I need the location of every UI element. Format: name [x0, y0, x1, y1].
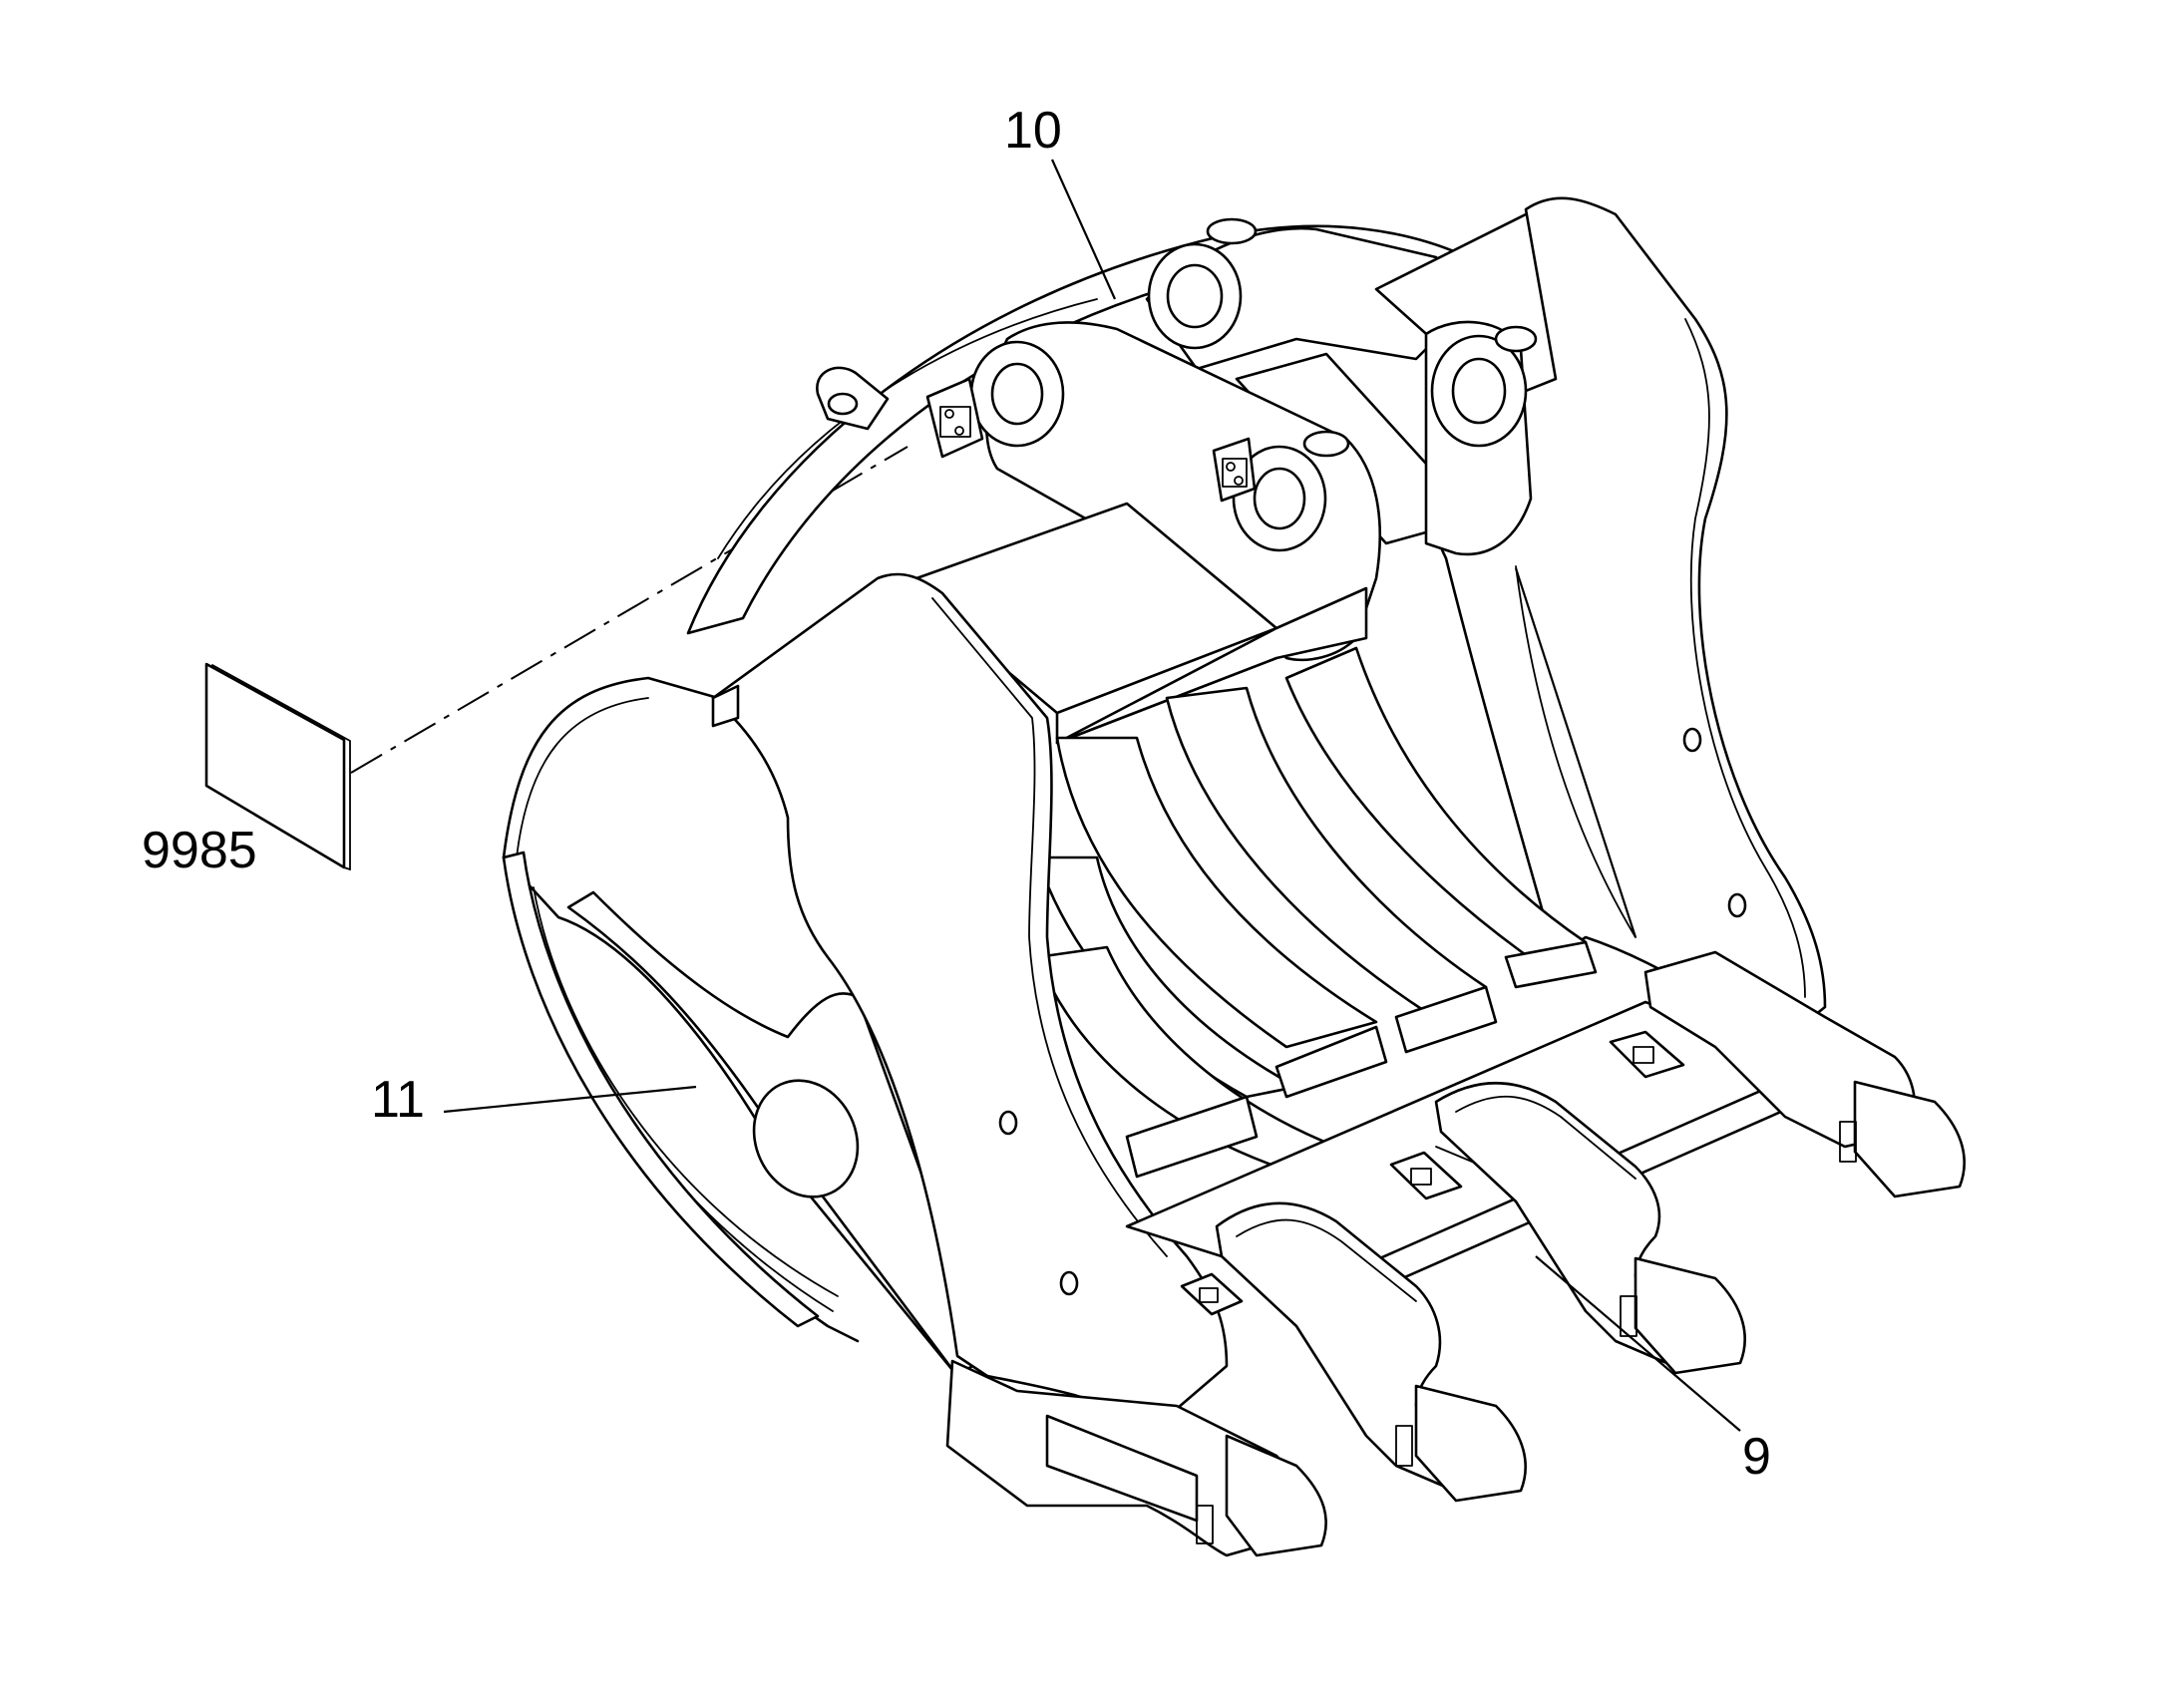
lock-fitting-left: [925, 377, 984, 459]
lip-lock-pin-1: [1180, 1272, 1244, 1316]
label-plate: [204, 662, 351, 870]
right-side-plate: [1429, 196, 1827, 1049]
lock-fitting-right: [1212, 437, 1257, 503]
callout-9: 9: [1742, 1428, 1771, 1486]
left-side-plate: [502, 676, 989, 1378]
callout-labels: 10 11 9 9985: [142, 102, 1771, 1486]
tooth-1: [945, 1359, 1327, 1557]
callout-10: 10: [1004, 102, 1062, 160]
leader-10: [1050, 159, 1117, 300]
lip-lock-pins: [1180, 1030, 1685, 1316]
leader-9: [1535, 1255, 1741, 1432]
lip-lock-pin-3: [1609, 1030, 1685, 1079]
callout-leaders: [443, 159, 1741, 1432]
center-link-plate: [925, 321, 1382, 662]
teeth: [945, 950, 1966, 1557]
lip-lock-pin-2: [1389, 1151, 1463, 1200]
right-boss: [1424, 320, 1538, 556]
leader-10b: [1514, 567, 1637, 938]
tine-ribs: [1035, 646, 1598, 1179]
callout-11: 11: [371, 1071, 425, 1129]
tooth-2: [1215, 1201, 1527, 1503]
rear-ear-left: [816, 366, 890, 431]
tooth-3: [1434, 1081, 1746, 1375]
leader-11: [443, 1085, 697, 1114]
tooth-4: [1643, 950, 1966, 1198]
callout-9985: 9985: [142, 822, 257, 879]
plate-leader-line: [350, 446, 908, 774]
